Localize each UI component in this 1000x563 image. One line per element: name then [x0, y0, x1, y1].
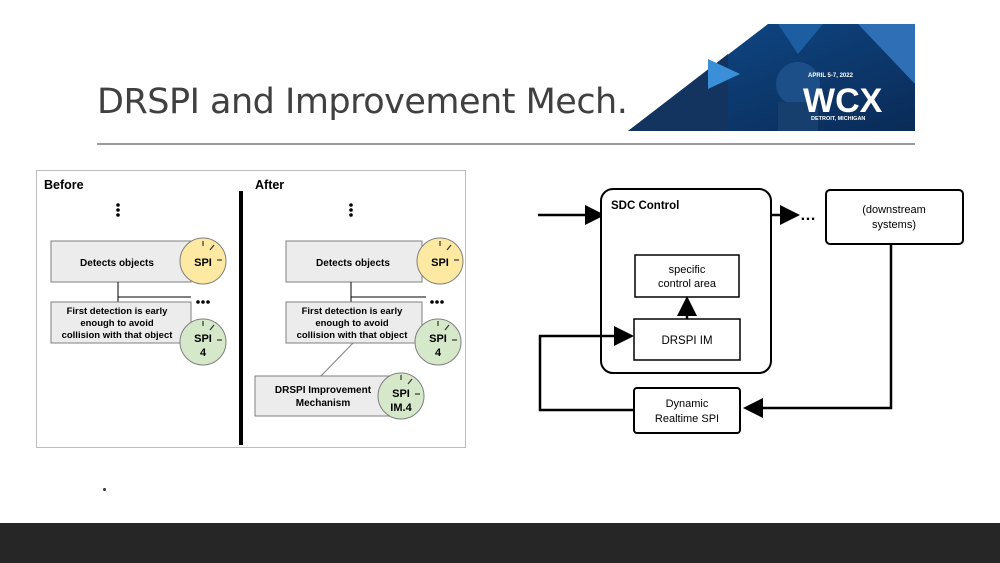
- before-detects-objects-text: Detects objects: [80, 258, 154, 269]
- downstream-box: [825, 189, 964, 245]
- after-horizontal-dots: [430, 300, 444, 304]
- before-spi-gauge: [179, 237, 227, 285]
- drspi-im-box: [633, 318, 741, 361]
- downstream-line1: (downstream: [862, 204, 926, 216]
- wcx-event-logo: APRIL 5-7, 2022 WCX DETROIT, MICHIGAN: [628, 24, 915, 131]
- before-spi-needle: [209, 244, 215, 251]
- after-spi-gauge: [416, 237, 464, 285]
- before-spi4-number: 4: [200, 347, 207, 359]
- sdc-control-label: SDC Control: [611, 200, 679, 212]
- slide-title: DRSPI and Improvement Mech.: [97, 82, 628, 122]
- logo-triangle-play: [708, 59, 740, 89]
- spi-im4-needle: [407, 378, 413, 385]
- after-first-detection-line1: First detection is early: [302, 306, 404, 317]
- after-spi-needle: [446, 244, 452, 251]
- after-vertical-dots: [349, 203, 353, 217]
- loop-back-arrow: [538, 326, 634, 412]
- footer-bar: [0, 523, 1000, 563]
- spi-im4-number: IM.4: [390, 402, 412, 414]
- dynamic-spi-line1: Dynamic: [666, 398, 709, 410]
- logo-person-silhouette: [776, 62, 820, 106]
- drspi-improvement-line2: Mechanism: [296, 398, 351, 409]
- logo-person-body: [778, 102, 818, 131]
- before-spi4-label: SPI: [194, 333, 212, 345]
- spi-im4-gauge: [377, 372, 425, 420]
- title-divider: [97, 143, 915, 145]
- after-spi4-gauge: [414, 318, 462, 366]
- logo-shard-right: [858, 24, 915, 84]
- downstream-line2: systems): [872, 219, 916, 231]
- after-spi4-label: SPI: [429, 333, 447, 345]
- before-spi-label: SPI: [194, 257, 212, 269]
- before-detects-objects-box: [50, 240, 192, 283]
- before-first-detection-line2: enough to avoid: [80, 318, 154, 329]
- after-spi4-number: 4: [435, 347, 442, 359]
- before-after-diagram: Before Detects objects SPI First detecti…: [44, 178, 464, 445]
- specific-control-line1: specific: [669, 264, 706, 276]
- before-spi4-gauge: [179, 318, 227, 366]
- before-first-detection-box: [50, 301, 192, 344]
- specific-control-box: [634, 254, 740, 298]
- before-after-panel: Before Detects objects SPI First detecti…: [36, 170, 466, 448]
- before-first-detection-line1: First detection is early: [67, 306, 169, 317]
- before-vertical-dots: [116, 203, 120, 217]
- logo-shard-top: [778, 24, 823, 54]
- after-spi-label: SPI: [431, 257, 449, 269]
- after-detects-objects-box: [285, 240, 423, 283]
- spi-im4-label: SPI: [392, 388, 410, 400]
- logo-shard-left: [628, 54, 728, 131]
- specific-control-line2: control area: [658, 278, 717, 290]
- after-spi4-needle: [444, 324, 450, 331]
- dynamic-spi-box: [633, 387, 741, 434]
- after-improvement-link: [320, 342, 354, 377]
- after-first-detection-box: [285, 301, 423, 344]
- before-after-separator: [239, 191, 243, 445]
- after-detects-objects-text: Detects objects: [316, 258, 390, 269]
- logo-wcx: WCX: [803, 82, 883, 120]
- after-first-detection-line3: collision with that object: [297, 330, 409, 341]
- stray-bullet-dot: [103, 488, 106, 491]
- after-label: After: [255, 178, 284, 192]
- output-ellipsis: …: [800, 207, 816, 224]
- before-horizontal-dots: [196, 300, 210, 304]
- before-label: Before: [44, 178, 84, 192]
- logo-dates: APRIL 5-7, 2022: [808, 73, 854, 79]
- drspi-improvement-box: [254, 375, 395, 417]
- after-first-detection-line2: enough to avoid: [315, 318, 389, 329]
- logo-location: DETROIT, MICHIGAN: [811, 116, 865, 122]
- feedback-arrow: [743, 244, 893, 418]
- before-first-detection-line3: collision with that object: [62, 330, 174, 341]
- drspi-improvement-line1: DRSPI Improvement: [275, 385, 372, 396]
- before-spi4-needle: [209, 324, 215, 331]
- drspi-im-label: DRSPI IM: [661, 335, 712, 347]
- sdc-control-diagram: SDC Control specific control area DRSPI …: [538, 188, 964, 434]
- dynamic-spi-line2: Realtime SPI: [655, 413, 719, 425]
